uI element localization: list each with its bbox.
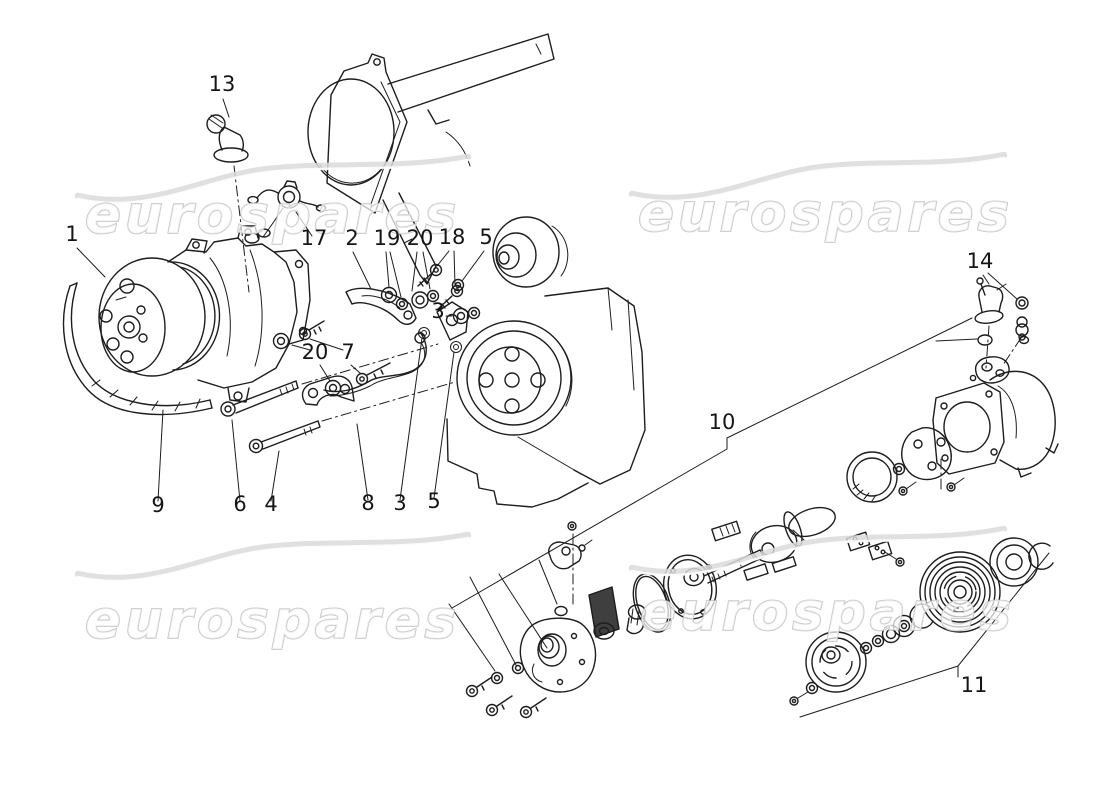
watermark-bottom-right: eurospares [628, 525, 1015, 644]
part-callouts: 1 13 17 2 19 20 18 5 3 20 7 9 6 4 8 3 5 … [65, 72, 993, 697]
part-callout-14: 14 [967, 249, 994, 273]
watermarks: eurospares eurospares eurospares eurospa… [74, 151, 1015, 652]
lower-fastener-cluster-drawing [220, 320, 456, 454]
compressor-body-drawing [167, 225, 311, 403]
watermark-text: eurospares [640, 582, 1015, 643]
watermark-top-right: eurospares [628, 151, 1013, 245]
part-callout-20b: 20 [302, 340, 329, 364]
part-callout-9: 9 [151, 493, 164, 517]
clutch-pulley-drawing [98, 257, 221, 377]
part-callout-17: 17 [301, 226, 328, 250]
part-callout-11: 11 [961, 673, 988, 697]
part-callout-18: 18 [439, 225, 466, 249]
watermark-text: eurospares [85, 185, 460, 246]
part-callout-3: 3 [431, 299, 444, 323]
part-callout-3b: 3 [393, 491, 406, 515]
rear-head-drawing [465, 521, 597, 719]
engine-cover-drawing [307, 33, 555, 285]
pressure-switch-drawing [247, 180, 327, 238]
clutch-group-drawing [789, 537, 1054, 706]
part-callout-6: 6 [233, 492, 246, 516]
assembly-indicator-lines [448, 317, 1050, 718]
part-callout-19: 19 [374, 226, 401, 250]
part-callout-7: 7 [341, 340, 354, 364]
part-callout-10: 10 [709, 410, 736, 434]
part-callout-5: 5 [479, 225, 492, 249]
center-housing-drawing [846, 427, 965, 503]
part-callout-20: 20 [407, 226, 434, 250]
part-callout-13: 13 [209, 72, 236, 96]
discharge-fitting-drawing [206, 114, 250, 293]
crank-pulley-drawing [456, 320, 573, 436]
watermark-text: eurospares [85, 590, 460, 651]
installed-view-leader-lines [76, 98, 485, 502]
pressure-sensor-group-drawing [935, 272, 1030, 369]
cylinder-body-drawing [932, 356, 1059, 478]
watermark-text: eurospares [638, 183, 1013, 244]
watermark-top-left: eurospares [74, 153, 472, 247]
part-callout-5b: 5 [427, 489, 440, 513]
valve-plates-drawing [711, 520, 905, 581]
drive-belt-drawing [62, 282, 213, 416]
part-callout-8: 8 [361, 491, 374, 515]
engine-block-drawing [436, 287, 646, 508]
part-callout-2: 2 [345, 226, 358, 250]
shaft-seal-kit-drawing [588, 573, 672, 640]
part-callout-4: 4 [264, 492, 277, 516]
compressor-installed-view-drawing [62, 33, 646, 508]
watermark-bottom-left: eurospares [74, 531, 472, 652]
upper-fastener-cluster-drawing [380, 263, 481, 325]
idler-pulley-drawing [492, 216, 569, 288]
part-callout-1: 1 [65, 222, 78, 246]
